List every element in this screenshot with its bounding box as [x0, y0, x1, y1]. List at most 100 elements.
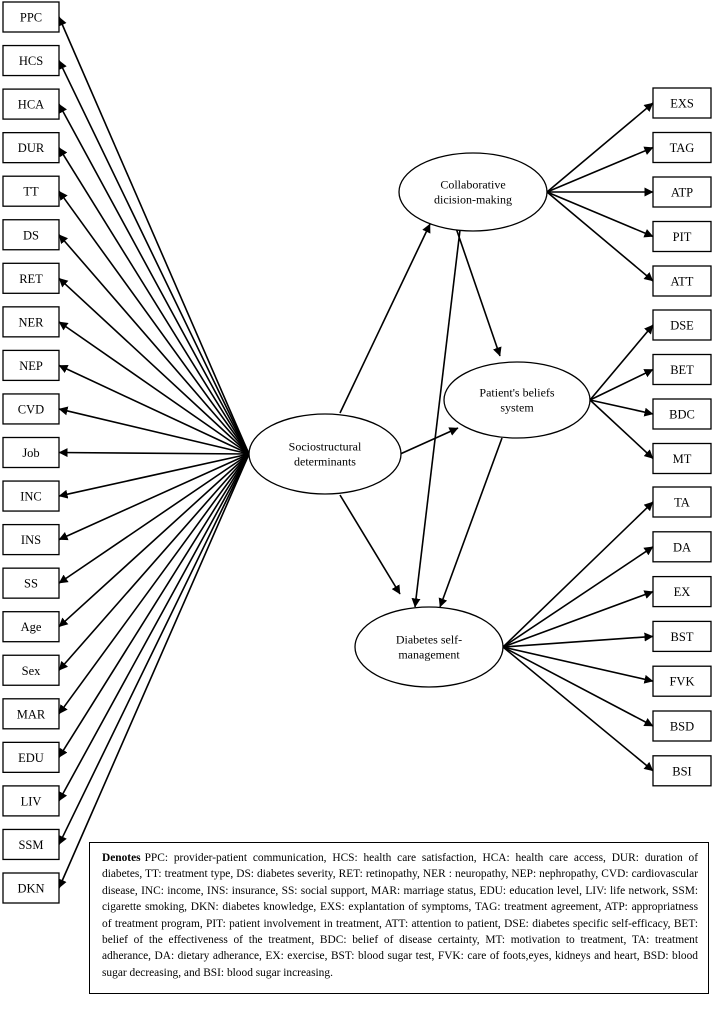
edge-collab-to-att	[546, 191, 654, 282]
node-tt: TT	[2, 175, 60, 207]
node-cvd-label: CVD	[18, 402, 44, 416]
node-sex-label: Sex	[22, 664, 42, 678]
edge-socio-to-collab	[339, 223, 431, 414]
edge-beliefs-to-bdc	[589, 399, 654, 417]
node-socio-label-2: determinants	[294, 455, 356, 469]
node-att-label: ATT	[671, 275, 694, 289]
node-beliefs-label-1: Patient's beliefs	[479, 386, 554, 400]
node-ds-label: DS	[23, 228, 39, 242]
node-ta-label: TA	[674, 496, 690, 510]
edge-socio-to-ppc	[58, 16, 250, 455]
edge-socio-to-ret	[58, 277, 250, 455]
node-ppc-label: PPC	[20, 11, 42, 25]
node-tag: TAG	[652, 131, 712, 164]
node-atp-label: ATP	[671, 186, 693, 200]
edge-socio-to-cvd	[58, 406, 250, 455]
node-da: DA	[652, 531, 712, 563]
node-sex: Sex	[2, 654, 60, 686]
node-age: Age	[2, 611, 60, 643]
edge-socio-to-dkn	[58, 453, 250, 889]
node-selfmgmt: Diabetes self-management	[354, 606, 504, 688]
edge-beliefs-to-dse	[589, 324, 654, 401]
edge-socio-to-hca	[58, 103, 250, 455]
node-pit: PIT	[652, 220, 712, 253]
edge-collab-to-selfmgmt	[411, 229, 461, 608]
edge-socio-to-liv	[58, 453, 250, 802]
legend-text: PPC: provider-patient communication, HCS…	[102, 852, 698, 979]
node-job: Job	[2, 436, 60, 469]
edges	[58, 16, 654, 889]
edge-selfmgmt-to-bsd	[502, 646, 654, 727]
node-edu: EDU	[2, 741, 60, 773]
node-mar: MAR	[2, 698, 60, 730]
node-exs-label: EXS	[670, 97, 694, 111]
node-fvk-label: FVK	[669, 675, 694, 689]
node-bsi: BSI	[652, 755, 712, 787]
node-ner-label: NER	[19, 315, 45, 329]
node-tt-label: TT	[23, 185, 39, 199]
node-bsd-label: BSD	[670, 720, 694, 734]
node-dse-label: DSE	[670, 319, 694, 333]
node-ss: SS	[2, 567, 60, 599]
edge-socio-to-edu	[58, 453, 250, 758]
node-mt-label: MT	[673, 452, 692, 466]
node-mar-label: MAR	[17, 707, 46, 721]
node-hcs: HCS	[2, 44, 60, 77]
node-nep-label: NEP	[19, 359, 43, 373]
node-dkn-label: DKN	[17, 882, 44, 896]
node-dse: DSE	[652, 309, 712, 341]
edge-selfmgmt-to-fvk	[502, 646, 654, 684]
node-hcs-label: HCS	[19, 54, 43, 68]
node-collab-label-1: Collaborative	[440, 178, 505, 192]
node-ssm: SSM	[2, 828, 60, 861]
edge-selfmgmt-to-bsi	[502, 646, 654, 772]
node-att: ATT	[652, 265, 712, 297]
edge-socio-to-tt	[58, 190, 250, 455]
edge-selfmgmt-to-da	[502, 546, 654, 648]
edge-socio-to-mar	[58, 453, 250, 715]
edge-selfmgmt-to-bst	[502, 632, 654, 648]
edge-socio-to-dur	[58, 147, 250, 455]
node-hca: HCA	[2, 88, 60, 120]
node-edu-label: EDU	[18, 751, 44, 765]
node-bst-label: BST	[671, 630, 694, 644]
node-mt: MT	[652, 442, 712, 475]
edge-collab-to-pit	[546, 191, 654, 238]
node-bet: BET	[652, 353, 712, 386]
legend-label: Denotes	[102, 852, 141, 864]
node-hca-label: HCA	[18, 98, 44, 112]
node-dur: DUR	[2, 131, 60, 164]
edge-socio-to-hcs	[58, 60, 250, 455]
edge-socio-to-ssm	[58, 453, 250, 845]
node-job-label: Job	[22, 446, 39, 460]
node-inc: INC	[2, 480, 60, 512]
edge-socio-to-nep	[58, 364, 250, 455]
node-ret: RET	[2, 262, 60, 294]
node-ins: INS	[2, 523, 60, 556]
edge-selfmgmt-to-ta	[502, 501, 654, 648]
node-collab-label-2: dicision-making	[434, 193, 512, 207]
node-ner: NER	[2, 306, 60, 338]
node-liv-label: LIV	[21, 794, 42, 808]
node-ret-label: RET	[19, 272, 43, 286]
node-selfmgmt-label-1: Diabetes self-	[396, 633, 462, 647]
node-cvd: CVD	[2, 393, 60, 425]
node-ta: TA	[652, 486, 712, 518]
edge-collab-to-tag	[546, 146, 654, 193]
node-ss-label: SS	[24, 577, 38, 591]
edge-socio-to-selfmgmt	[339, 494, 401, 595]
node-ds: DS	[2, 219, 60, 251]
node-da-label: DA	[673, 540, 691, 554]
node-ssm-label: SSM	[18, 838, 43, 852]
edge-collab-to-beliefs	[455, 227, 502, 357]
edge-socio-to-sex	[58, 453, 250, 671]
node-nep: NEP	[2, 349, 60, 382]
node-dkn: DKN	[2, 872, 60, 904]
edge-beliefs-to-bet	[589, 368, 654, 401]
node-ex: EX	[652, 575, 712, 608]
